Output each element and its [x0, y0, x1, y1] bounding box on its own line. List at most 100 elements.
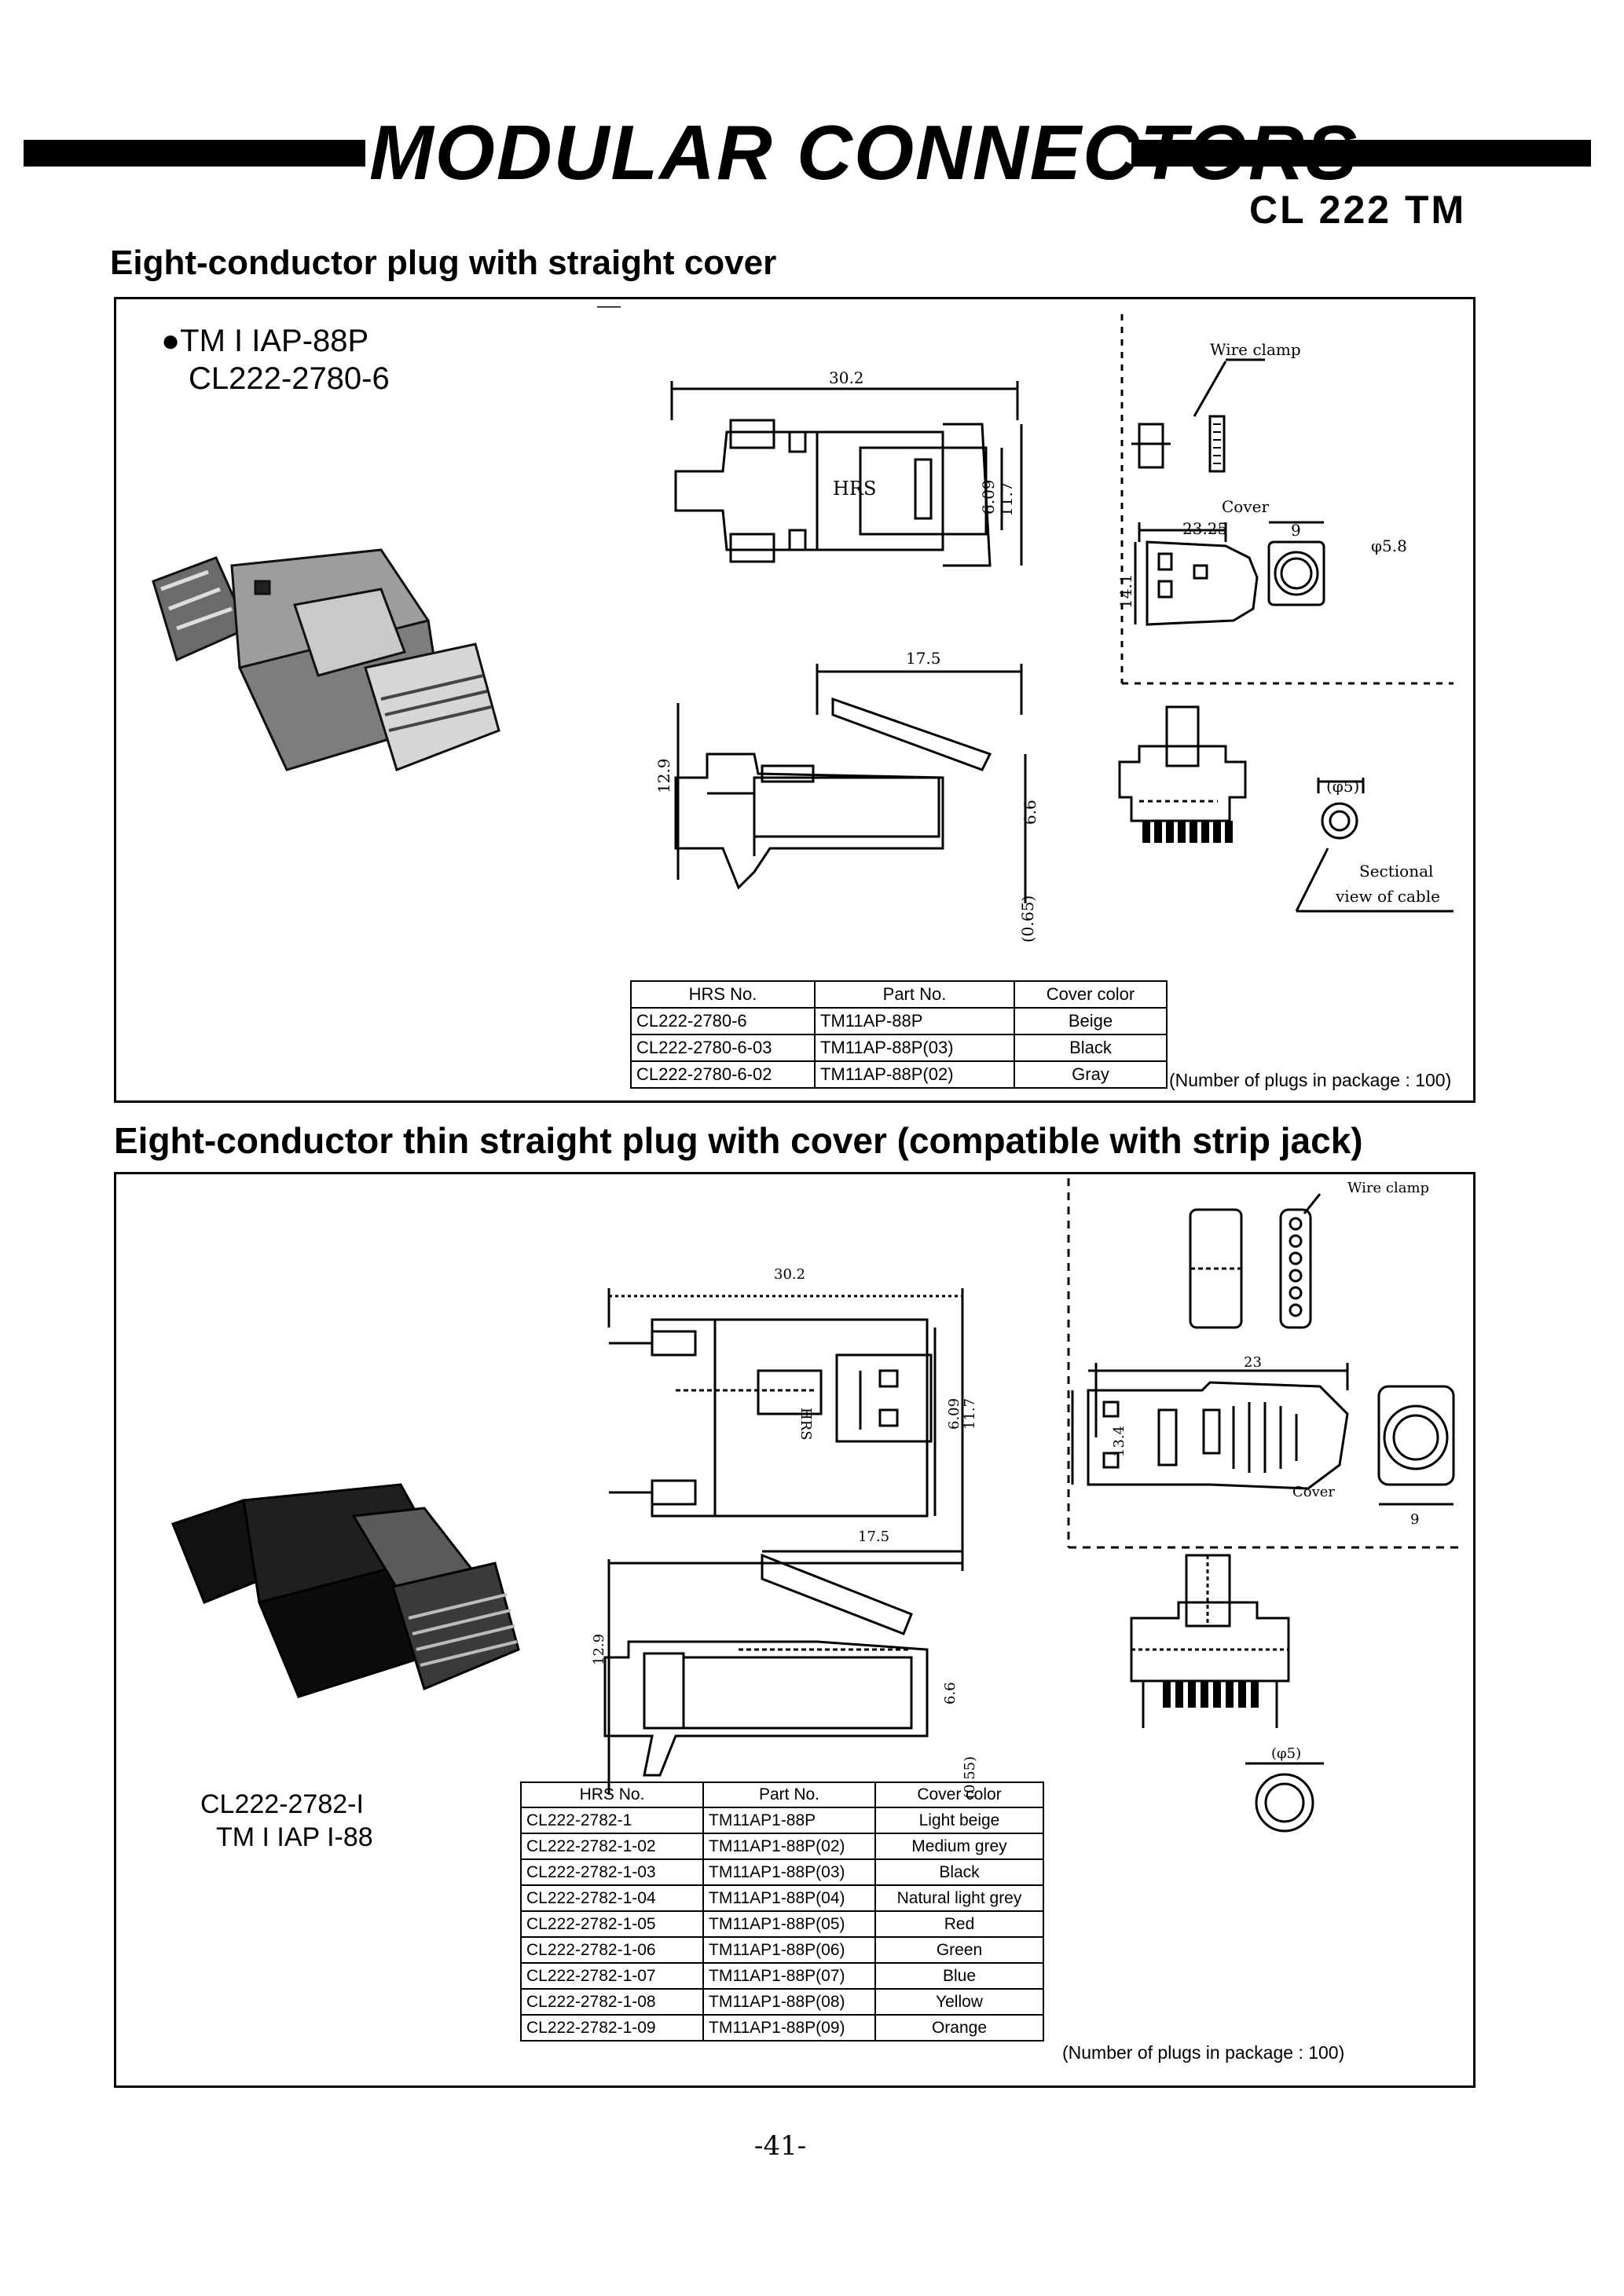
table-row: CL222-2780-6-03 TM11AP-88P(03) Black: [630, 1034, 1168, 1062]
s2-cover-w-text: 9: [1410, 1511, 1419, 1528]
cover-h-text: 14.1: [1116, 573, 1135, 609]
dim-side-h2-text: 6.6: [1021, 800, 1039, 825]
section2-title: Eight-conductor thin straight plug with …: [114, 1120, 1363, 1161]
cell-color: Gray: [1014, 1060, 1168, 1089]
section2-part-label: TM I IAP I-88: [216, 1822, 373, 1852]
table-row: CL222-2780-6-02 TM11AP-88P(02) Gray: [630, 1060, 1168, 1089]
s2-cable-dia-text: (φ5): [1271, 1745, 1301, 1762]
section1-drawing: 30.2 HRS 6.09 11.7 17.5 12.9 6.6 (0.65) …: [597, 306, 1454, 943]
cell-hrs: CL222-2782-1-06: [520, 1936, 704, 1964]
cell-color: Blue: [874, 1962, 1044, 1990]
dim-side-len-text: 17.5: [906, 649, 941, 668]
dim-side-h-text: 12.9: [654, 758, 673, 793]
cell-color: Yellow: [874, 1988, 1044, 2016]
s2-cover-len-text: 23: [1244, 1354, 1262, 1371]
section2-drawing: 30.2 HRS 6.09 11.7 17.5 12.9 6.6 (0.55) …: [591, 1178, 1461, 1833]
s2-cover-h-text: 13.4: [1111, 1426, 1127, 1457]
cell-part: TM11AP1-88P(06): [702, 1936, 876, 1964]
cell-color: Red: [874, 1910, 1044, 1938]
cell-part: TM11AP-88P: [814, 1007, 1015, 1035]
cell-color: Black: [874, 1858, 1044, 1886]
cell-part: TM11AP1-88P(09): [702, 2014, 876, 2041]
col-hrs-no: HRS No.: [630, 980, 816, 1009]
cell-hrs: CL222-2782-1: [520, 1807, 704, 1834]
cell-part: TM11AP1-88P(08): [702, 1988, 876, 2016]
table-header-row: HRS No. Part No. Cover color: [520, 1782, 1044, 1808]
cell-hrs: CL222-2782-1-02: [520, 1833, 704, 1860]
cell-hrs: CL222-2782-1-03: [520, 1858, 704, 1886]
cell-hrs: CL222-2780-6: [630, 1007, 816, 1035]
series-code: CL 222 TM: [1249, 188, 1467, 232]
cell-part: TM11AP1-88P(03): [702, 1858, 876, 1886]
s2-cover-label: Cover: [1292, 1484, 1335, 1500]
cover-label: Cover: [1222, 497, 1269, 516]
section1-part-label: ●TM I IAP-88P: [161, 324, 369, 358]
section1-panel: [114, 297, 1476, 1103]
sectional-label: Sectional: [1359, 862, 1433, 881]
cover-dia-text: φ5.8: [1371, 536, 1407, 555]
header-bar-right: [1131, 140, 1591, 167]
dim-length-text: 30.2: [829, 368, 864, 387]
cell-hrs: CL222-2780-6-02: [630, 1060, 816, 1089]
sectional-label2: view of cable: [1335, 887, 1440, 906]
s2-dim-h2-text: 11.7: [962, 1398, 978, 1430]
cell-part: TM11AP1-88P: [702, 1807, 876, 1834]
s2-wire-clamp-label: Wire clamp: [1347, 1180, 1429, 1196]
cell-hrs: CL222-2782-1-08: [520, 1988, 704, 2016]
col-hrs-no: HRS No.: [520, 1782, 704, 1808]
cell-hrs: CL222-2780-6-03: [630, 1034, 816, 1062]
wire-clamp-label: Wire clamp: [1210, 340, 1301, 359]
cell-hrs: CL222-2782-1-04: [520, 1884, 704, 1912]
cell-hrs: CL222-2782-1-09: [520, 2014, 704, 2041]
s2-hrs-logo-text: HRS: [797, 1408, 814, 1441]
table-row: CL222-2780-6 TM11AP-88P Beige: [630, 1007, 1168, 1035]
col-cover-color: Cover color: [1014, 980, 1168, 1009]
cell-part: TM11AP1-88P(02): [702, 1833, 876, 1860]
section2-spec-table: HRS No. Part No. Cover color CL222-2782-…: [520, 1782, 1044, 2041]
s2-dim-side-len-text: 17.5: [858, 1529, 889, 1545]
hrs-logo-text: HRS: [833, 478, 876, 500]
table-header-row: HRS No. Part No. Cover color: [630, 980, 1168, 1009]
s2-dim-h1-text: 6.09: [946, 1398, 962, 1430]
cell-color: Medium grey: [874, 1833, 1044, 1860]
page-number: -41-: [754, 2130, 807, 2162]
cell-color: Natural light grey: [874, 1884, 1044, 1912]
cable-dia-text: (φ5): [1326, 777, 1359, 796]
col-cover-color: Cover color: [874, 1782, 1044, 1808]
dim-side-h3-text: (0.65): [1018, 895, 1037, 943]
dim-h2-text: 11.7: [997, 482, 1016, 517]
cell-part: TM11AP-88P(03): [814, 1034, 1015, 1062]
section1-spec-table: HRS No. Part No. Cover color CL222-2780-…: [630, 980, 1168, 1089]
cell-hrs: CL222-2782-1-05: [520, 1910, 704, 1938]
cell-part: TM11AP-88P(02): [814, 1060, 1015, 1089]
dim-h1-text: 6.09: [979, 479, 998, 514]
s2-dim-side-h-text: 12.9: [591, 1634, 607, 1665]
cell-color: Black: [1014, 1034, 1168, 1062]
cell-part: TM11AP1-88P(05): [702, 1910, 876, 1938]
cell-part: TM11AP1-88P(07): [702, 1962, 876, 1990]
cell-color: Beige: [1014, 1007, 1168, 1035]
plug-photo-beige: [152, 548, 500, 771]
section2-panel: [114, 1172, 1476, 2088]
cell-color: Orange: [874, 2014, 1044, 2041]
cell-color: Green: [874, 1936, 1044, 1964]
section2-hrs-label: CL222-2782-I: [200, 1789, 364, 1819]
col-part-no: Part No.: [702, 1782, 876, 1808]
cell-hrs: CL222-2782-1-07: [520, 1962, 704, 1990]
cell-part: TM11AP1-88P(04): [702, 1884, 876, 1912]
section1-title: Eight-conductor plug with straight cover: [110, 244, 777, 282]
header-bar-left: [24, 140, 365, 167]
s2-dim-side-h2-text: 6.6: [942, 1682, 959, 1705]
plug-photo-black: [171, 1483, 520, 1698]
cover-len-text: 23.25: [1182, 519, 1227, 538]
col-part-no: Part No.: [814, 980, 1015, 1009]
